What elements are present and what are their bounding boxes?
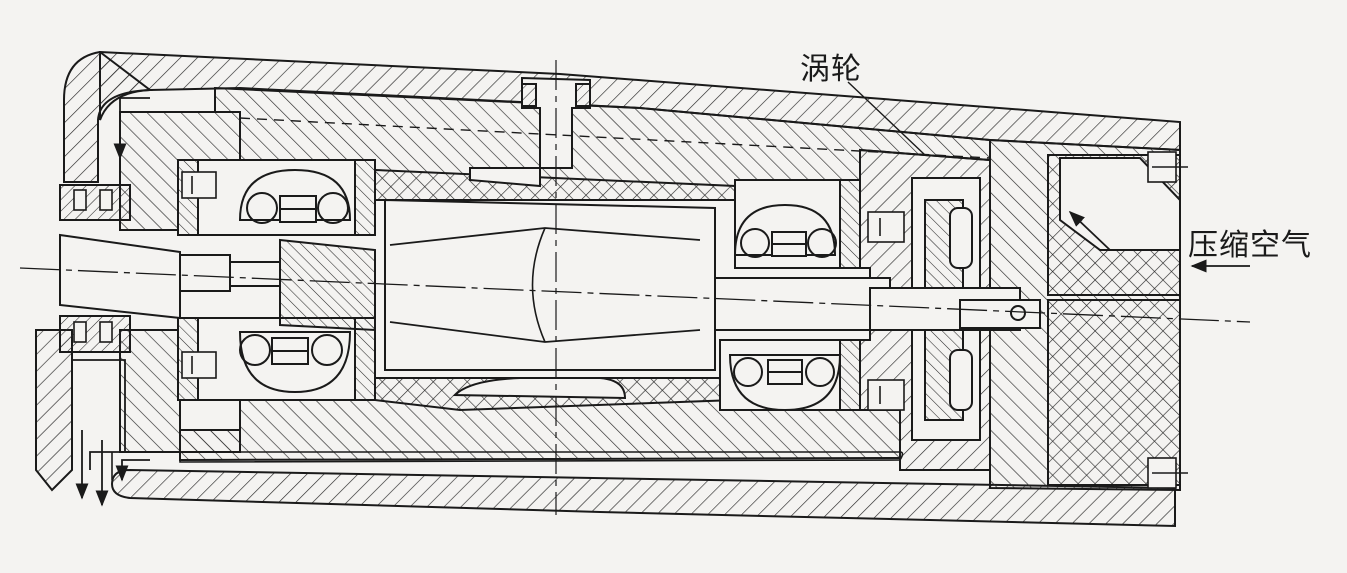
main-axis-centerline [19, 267, 1251, 323]
left-bottom-bearing [238, 331, 352, 394]
bearing-ball [239, 334, 271, 366]
rear-shaft-tip [959, 299, 1041, 329]
left-bearing-collar-top [354, 159, 376, 236]
left-top-flow-arrow [113, 97, 150, 160]
front-drawbar [179, 254, 231, 292]
right-spacer-top [839, 179, 861, 269]
front-drawbar-nut [229, 261, 281, 287]
bearing-ball [740, 228, 770, 258]
bearing-ball [733, 357, 763, 387]
compressed-air-label: 压缩空气 [1188, 228, 1312, 263]
right-bottom-bearing [728, 354, 842, 412]
airflow-arrows [75, 97, 1250, 507]
centerlines [19, 60, 1251, 515]
rear-shaft [714, 277, 891, 331]
bearing-ball [311, 334, 343, 366]
exhaust-turn-arrow [115, 459, 150, 482]
left-nut-slots [73, 189, 113, 343]
right-top-bearing [733, 203, 837, 258]
outer-housing-left-cap [63, 50, 153, 183]
locating-pin-hatch [521, 83, 591, 107]
left-nut-top [59, 184, 131, 221]
hidden-line-upper [239, 117, 991, 159]
turbine-leader-line [847, 81, 926, 156]
sleeve-top-groove [469, 167, 541, 188]
outer-housing-lower-left [35, 329, 73, 492]
turbine-blade-slot [949, 207, 973, 269]
right-spacer-bottom [839, 339, 861, 411]
sleeve-bottom-groove [452, 377, 627, 400]
left-nut-bottom [59, 315, 131, 353]
rear-shaft-pin [1010, 305, 1026, 321]
right-screws [1147, 151, 1188, 489]
left-top-bearing [238, 168, 352, 224]
turbine-label: 涡轮 [800, 52, 862, 87]
exhaust-duct [72, 359, 126, 470]
bearing-ball [805, 357, 835, 387]
left-housing-screws [181, 171, 905, 411]
bottom-return-channel [179, 451, 904, 463]
turbine-blade-slot-lower [949, 349, 973, 411]
bearing-ball [246, 192, 278, 224]
rotor-center-curve [531, 227, 546, 343]
inlet-flow-arrow [1068, 210, 1111, 251]
front-taper [59, 233, 181, 320]
front-bore [279, 238, 376, 332]
rotor-body [384, 198, 716, 371]
bearing-ball [807, 228, 837, 258]
air-channel-lower [1047, 299, 1181, 486]
bearing-ball [317, 192, 349, 224]
